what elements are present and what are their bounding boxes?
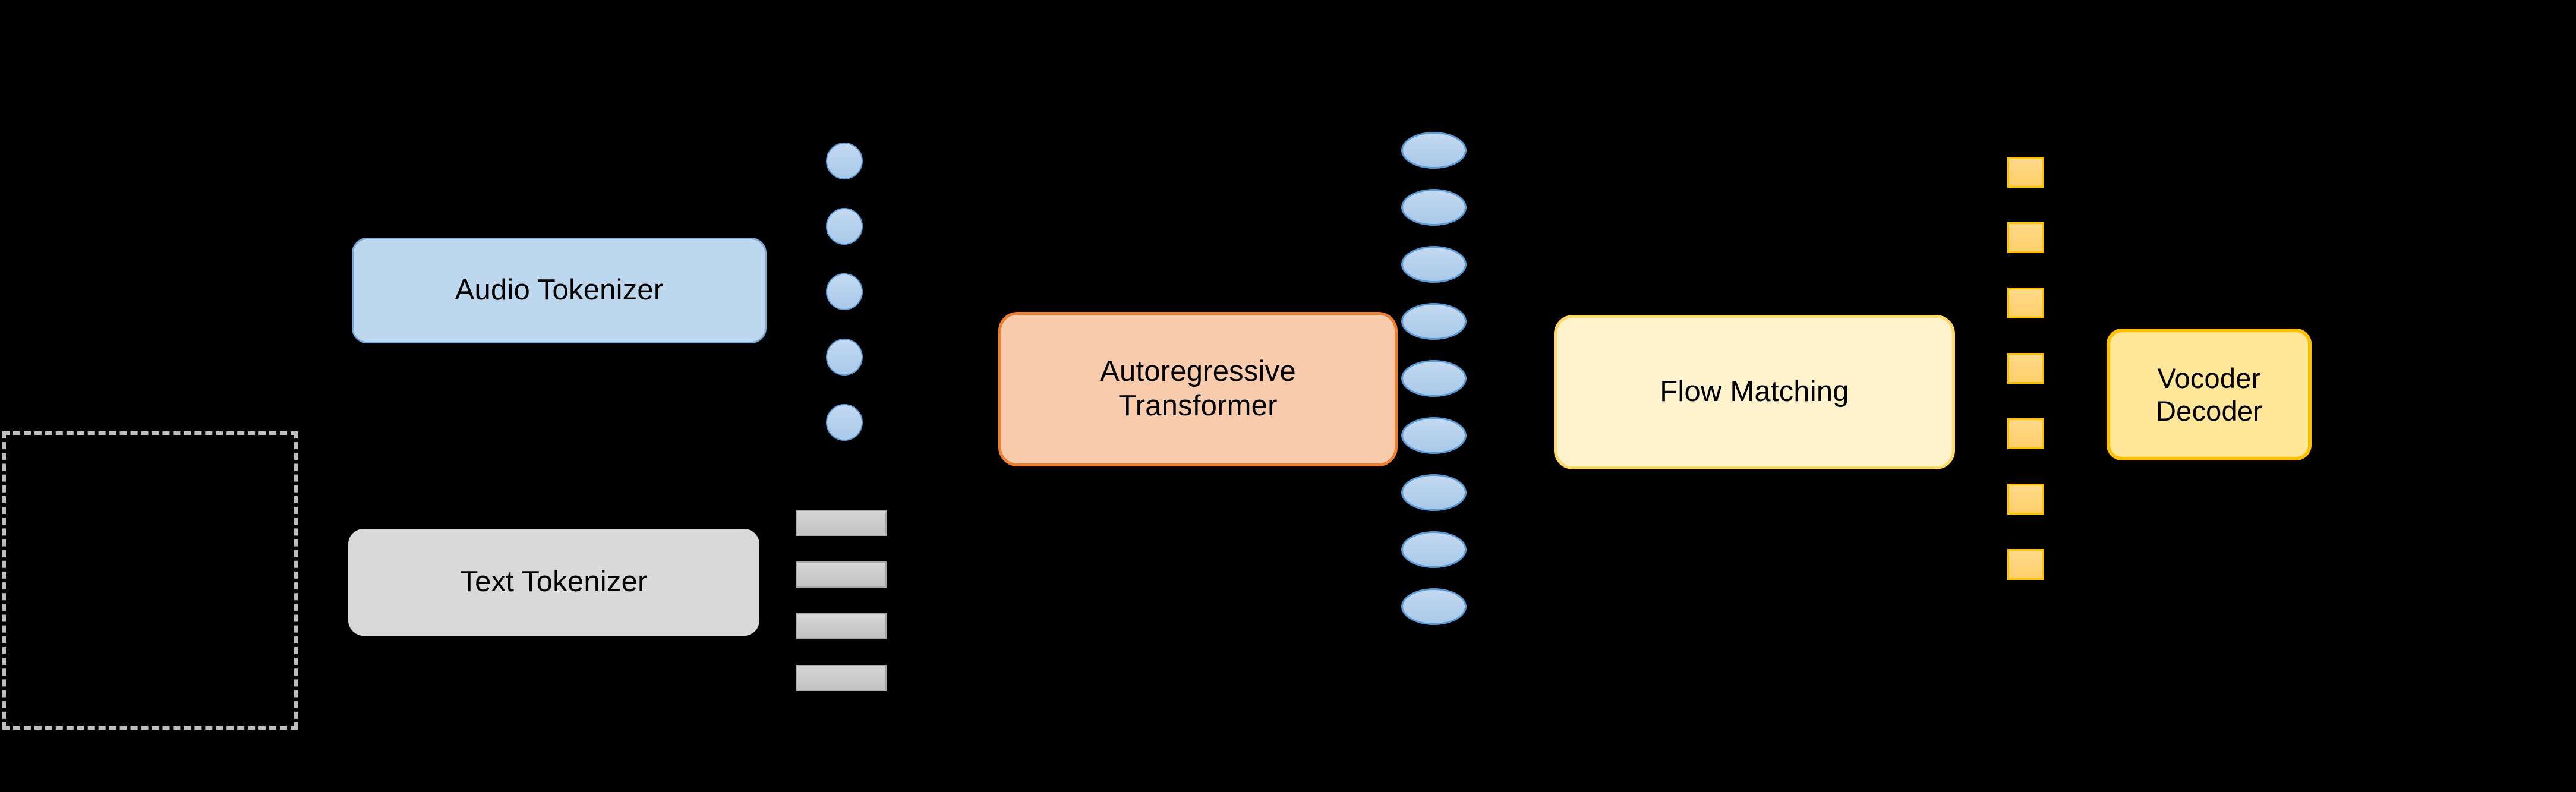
mel-feature-token xyxy=(2007,288,2044,318)
block-audio-tokenizer[interactable]: Audio Tokenizer xyxy=(352,238,767,343)
ar-output-token xyxy=(1401,417,1467,454)
text-token xyxy=(796,613,887,639)
ar-output-token xyxy=(1401,474,1467,511)
audio-token xyxy=(826,273,863,310)
text-token xyxy=(796,665,887,691)
block-autoregressive-transformer[interactable]: Autoregressive Transformer xyxy=(998,312,1398,466)
ar-output-token xyxy=(1401,588,1467,625)
ar-output-token xyxy=(1401,303,1467,340)
text-token xyxy=(796,510,887,536)
stack-mel-feature-tokens xyxy=(2007,157,2044,580)
ar-output-token xyxy=(1401,246,1467,283)
mel-feature-token xyxy=(2007,484,2044,515)
ar-output-token xyxy=(1401,531,1467,568)
mel-feature-token xyxy=(2007,157,2044,188)
stack-audio-tokens xyxy=(826,143,863,441)
audio-token xyxy=(826,143,863,179)
audio-token xyxy=(826,339,863,376)
block-text-tokenizer[interactable]: Text Tokenizer xyxy=(348,529,759,636)
input-dashed-region xyxy=(2,431,298,730)
ar-output-token xyxy=(1401,132,1467,169)
mel-feature-token xyxy=(2007,549,2044,580)
block-vocoder-decoder[interactable]: Vocoder Decoder xyxy=(2107,329,2312,460)
text-token xyxy=(796,561,887,588)
stack-text-tokens xyxy=(796,510,887,691)
stack-ar-output-tokens xyxy=(1401,132,1467,625)
audio-token xyxy=(826,404,863,441)
mel-feature-token xyxy=(2007,418,2044,449)
ar-output-token xyxy=(1401,360,1467,397)
mel-feature-token xyxy=(2007,353,2044,384)
block-flow-matching[interactable]: Flow Matching xyxy=(1554,315,1955,469)
ar-output-token xyxy=(1401,189,1467,226)
audio-token xyxy=(826,208,863,245)
mel-feature-token xyxy=(2007,222,2044,253)
